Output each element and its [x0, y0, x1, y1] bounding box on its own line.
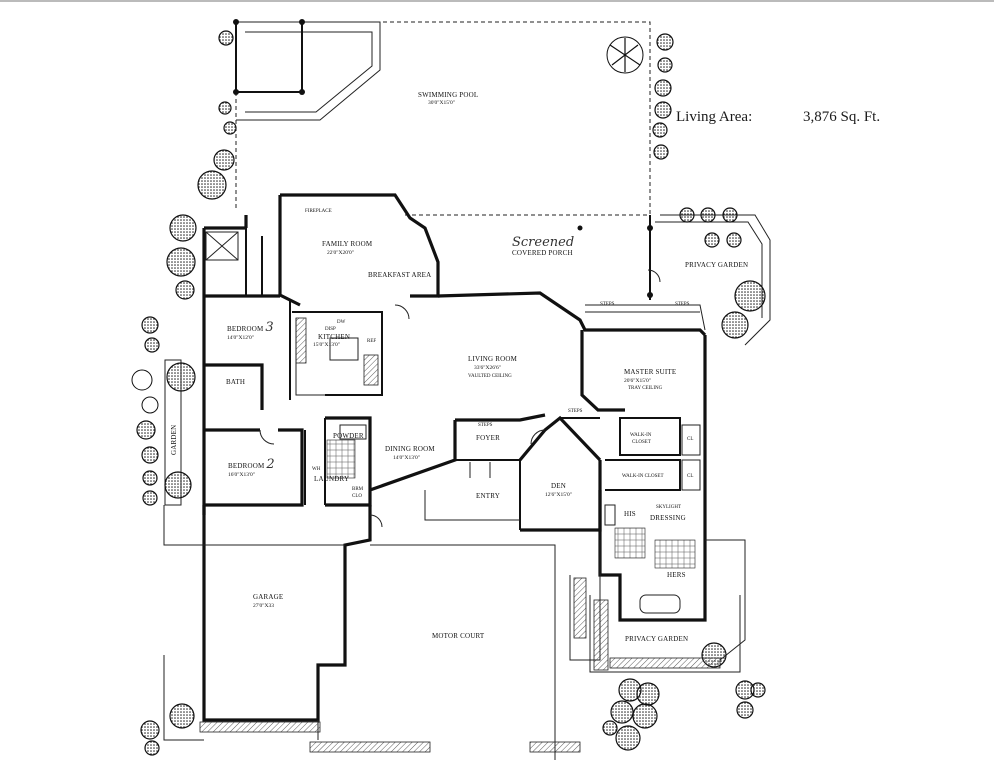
den-label: DEN	[551, 482, 566, 490]
family-room-dim: 22'0"X20'0"	[327, 250, 354, 256]
living-area-label: Living Area:	[676, 109, 752, 125]
landscaping	[131, 30, 766, 756]
covered-porch-label: COVERED PORCH	[512, 249, 573, 257]
pool-label: SWIMMING POOL	[418, 91, 478, 99]
skylight-label: SKYLIGHT	[656, 505, 681, 510]
bedroom2-label: BEDROOM 2	[228, 457, 275, 472]
breakfast-label: BREAKFAST AREA	[368, 271, 431, 279]
bedroom3-label: BEDROOM 3	[227, 320, 274, 335]
wh-label: WH	[312, 467, 321, 472]
entry-label: ENTRY	[476, 492, 500, 500]
master-suite-label: MASTER SUITE	[624, 368, 676, 376]
bedroom2-dim: 16'0"X13'0"	[228, 472, 255, 478]
hers-label: HERS	[667, 571, 686, 579]
family-room-label: FAMILY ROOM	[322, 240, 373, 248]
master-suite-dim: 20'6"X15'0"	[624, 378, 651, 384]
shrub-cluster-left	[131, 30, 237, 506]
garage-dim: 27'0"X33	[253, 603, 274, 609]
closet-label: CL	[687, 437, 693, 442]
ref-label: REF	[367, 339, 376, 344]
room-labels: Living Area: 3,876 Sq. Ft. SWIMMING POOL…	[170, 91, 880, 643]
walkin-closet-1-label-2: CLOSET	[632, 440, 651, 445]
kitchen-dim: 15'0"X13'0"	[313, 342, 340, 348]
disp-label: DISP	[325, 327, 336, 332]
screened-handwritten: Screened	[512, 235, 574, 250]
shrub-cluster-bottom	[140, 577, 766, 756]
tray-ceiling-label: TRAY CEILING	[628, 386, 663, 391]
closet-label: CL	[687, 474, 693, 479]
dw-label: DW	[337, 320, 346, 325]
dressing-label: DRESSING	[650, 514, 686, 522]
living-room-label: LIVING ROOM	[468, 355, 518, 363]
foyer-label: FOYER	[476, 434, 500, 442]
linen-closet-label: BRM	[352, 487, 364, 492]
fireplace-label: FIREPLACE	[305, 209, 332, 214]
dining-room-label: DINING ROOM	[385, 445, 435, 453]
pool-dim: 30'0"X15'0"	[428, 100, 455, 106]
door-swings	[259, 269, 661, 528]
motor-court-label: MOTOR COURT	[432, 632, 485, 640]
living-area-value: 3,876 Sq. Ft.	[803, 109, 880, 125]
shrub-cluster-right	[606, 33, 766, 339]
vaulted-ceiling-label: VAULTED CEILING	[468, 374, 512, 379]
house-walls	[163, 193, 771, 760]
his-label: HIS	[624, 510, 636, 518]
dining-room-dim: 14'0"X13'0"	[393, 455, 420, 461]
privacy-garden-bottom-label: PRIVACY GARDEN	[625, 635, 688, 643]
steps-label: STEPS	[600, 302, 615, 307]
living-room-dim: 33'6"X26'6"	[474, 365, 501, 371]
den-dim: 12'6"X15'0"	[545, 492, 572, 498]
steps-label: STEPS	[568, 409, 583, 414]
walkin-closet-1-label: WALK-IN	[630, 433, 652, 438]
laundry-label: LAUNDRY	[314, 475, 349, 483]
steps-label: STEPS	[478, 423, 493, 428]
steps-label: STEPS	[675, 302, 690, 307]
garage-label: GARAGE	[253, 593, 283, 601]
walkin-closet-2-label: WALK-IN CLOSET	[622, 474, 664, 479]
bedroom3-dim: 14'0"X12'0"	[227, 335, 254, 341]
powder-label: POWDER	[333, 432, 364, 440]
pool-deck	[233, 19, 653, 300]
kitchen-label: KITCHEN	[318, 333, 350, 341]
privacy-garden-top-label: PRIVACY GARDEN	[685, 261, 748, 269]
linen-closet-label-2: CLO	[352, 494, 362, 499]
garden-label: GARDEN	[170, 425, 178, 455]
bath-label: BATH	[226, 378, 245, 386]
